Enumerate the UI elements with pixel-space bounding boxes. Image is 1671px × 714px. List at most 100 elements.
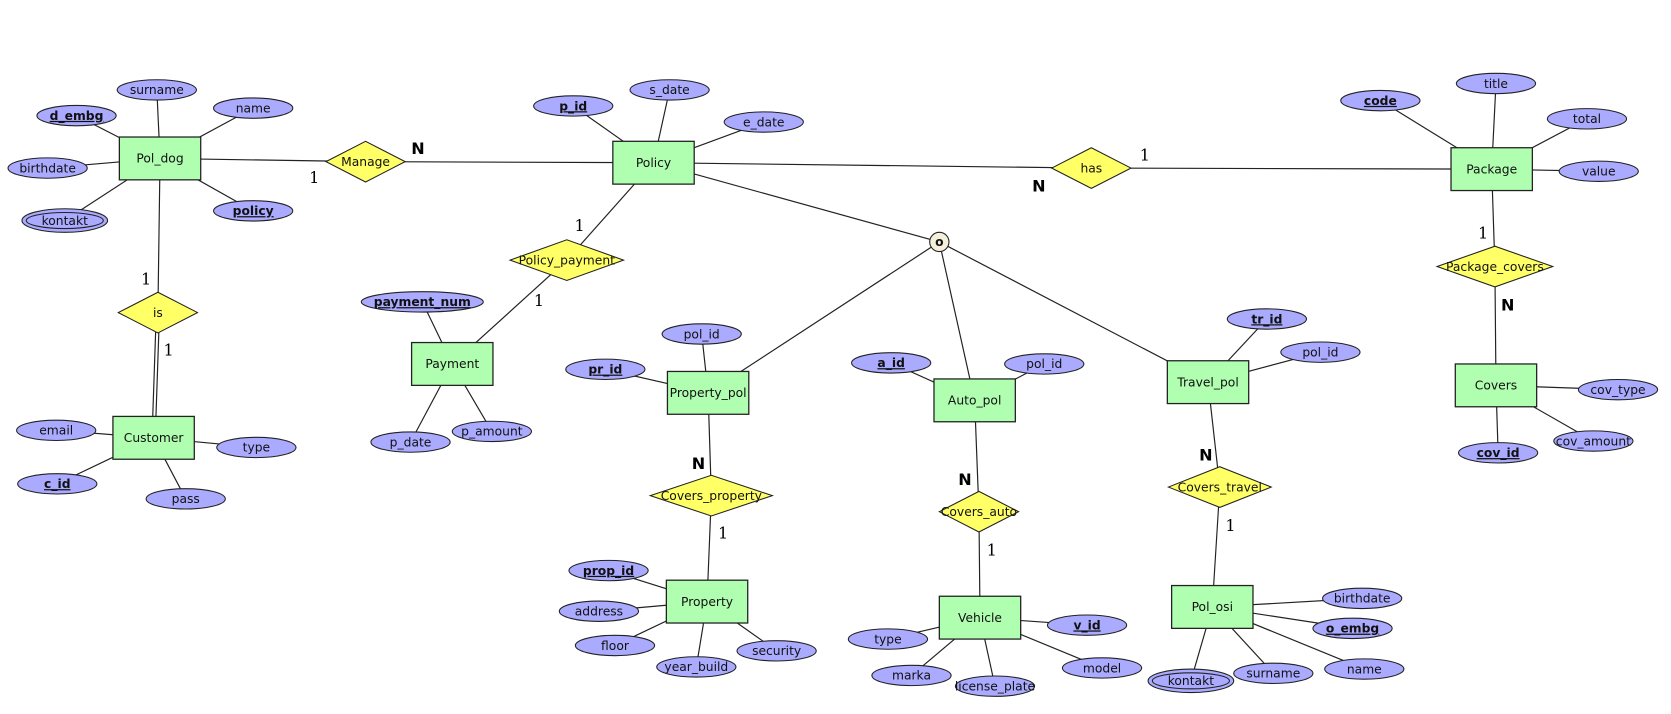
attribute-a_cv_amount[interactable]: cov_amount — [1553, 430, 1634, 452]
attribute-a_cv_id[interactable]: cov_id — [1457, 442, 1539, 464]
relationship-label: has — [1080, 161, 1102, 175]
attribute-a_cv_type[interactable]: cov_type — [1577, 378, 1659, 401]
attribute-ellipse — [1324, 658, 1405, 680]
entity-label: Property_pol — [670, 386, 747, 400]
attribute-a_p_sdate[interactable]: s_date — [629, 79, 710, 101]
entity-package[interactable]: Package — [1450, 147, 1534, 192]
attribute-ellipse — [1546, 108, 1628, 130]
attribute-a_p_edate[interactable]: e_date — [723, 111, 804, 133]
attribute-a_v_marka[interactable]: marka — [871, 664, 952, 687]
relationship-covers_property[interactable]: Covers_property — [648, 474, 775, 517]
attribute-ellipse — [1151, 672, 1230, 690]
attribute-a_tp_trid[interactable]: tr_id — [1226, 308, 1308, 330]
attribute-a_pr_propid[interactable]: prop_id — [568, 559, 649, 582]
attribute-a_v_plate[interactable]: license_plate — [954, 675, 1036, 697]
attribute-label: code — [1364, 94, 1397, 108]
attribute-a_pay_num[interactable]: payment_num — [360, 291, 484, 313]
attribute-ellipse — [451, 420, 533, 443]
relationship-package_covers[interactable]: Package_covers — [1435, 245, 1555, 288]
attribute-a_pr_floor[interactable]: floor — [574, 634, 656, 657]
attribute-a_po_name[interactable]: name — [1324, 658, 1405, 680]
attribute-ellipse — [1046, 614, 1128, 636]
attribute-a_pd_name[interactable]: name — [213, 97, 294, 119]
attribute-a_c_email[interactable]: email — [16, 419, 97, 442]
attribute-a_pk_code[interactable]: code — [1340, 89, 1421, 112]
cardinality-c_pp_payment: 1 — [534, 291, 544, 310]
attribute-a_pd_embg[interactable]: d_embg — [36, 104, 117, 127]
relationship-diamond — [1050, 147, 1133, 190]
entity-label: Auto_pol — [948, 394, 1001, 408]
attribute-a_po_kontakt[interactable]: kontakt — [1147, 668, 1235, 694]
attribute-a_pd_surname[interactable]: surname — [116, 79, 197, 101]
attribute-a_po_embg[interactable]: o_embg — [1312, 617, 1393, 640]
attribute-ellipse — [1004, 353, 1085, 375]
attribute-a_pk_title[interactable]: title — [1455, 72, 1537, 95]
relationship-label: Covers_property — [661, 489, 762, 503]
attribute-label: surname — [1246, 667, 1300, 681]
entity-customer[interactable]: Customer — [112, 415, 195, 460]
relationship-is[interactable]: is — [117, 291, 199, 334]
entity-travel_pol[interactable]: Travel_pol — [1166, 360, 1250, 405]
attribute-a_pay_amount[interactable]: p_amount — [451, 420, 533, 443]
entity-property[interactable]: Property — [665, 579, 749, 624]
cardinality-c_ct_polosi: 1 — [1225, 516, 1235, 535]
cardinality-c_pkc_covers: N — [1501, 295, 1514, 314]
entity-covers[interactable]: Covers — [1454, 363, 1538, 408]
attribute-label: s_date — [649, 83, 689, 97]
attribute-label: e_date — [743, 115, 784, 129]
entity-vehicle[interactable]: Vehicle — [938, 595, 1022, 640]
attribute-a_p_id[interactable]: p_id — [533, 95, 614, 117]
attribute-label: security — [752, 644, 801, 658]
attribute-a_v_vid[interactable]: v_id — [1046, 614, 1128, 636]
attribute-a_po_surname[interactable]: surname — [1233, 662, 1314, 685]
attribute-a_c_id[interactable]: c_id — [17, 473, 98, 495]
attribute-label: payment_num — [374, 295, 471, 310]
attribute-a_pay_date[interactable]: p_date — [370, 431, 451, 453]
relationship-covers_auto[interactable]: Covers_auto — [938, 490, 1020, 533]
relationship-covers_travel[interactable]: Covers_travel — [1166, 466, 1273, 508]
attribute-a_ap_polid[interactable]: pol_id — [1004, 353, 1085, 375]
relationship-diamond — [508, 239, 626, 282]
attribute-a_pp_prid[interactable]: pr_id — [565, 358, 646, 381]
attribute-a_pp_polid[interactable]: pol_id — [661, 323, 742, 345]
attribute-label: marka — [892, 669, 931, 683]
attribute-a_pd_birthdate[interactable]: birthdate — [7, 157, 88, 179]
attribute-a_v_model[interactable]: model — [1061, 657, 1143, 679]
attribute-a_pr_yearbuild[interactable]: year_build — [656, 656, 737, 678]
attribute-a_ap_aid[interactable]: a_id — [851, 352, 932, 374]
entity-pol_osi[interactable]: Pol_osi — [1170, 584, 1254, 630]
attribute-a_tp_polid[interactable]: pol_id — [1280, 341, 1361, 363]
attribute-ellipse — [370, 431, 451, 453]
disjoint-circle[interactable]: o — [929, 231, 950, 253]
cardinality-c_ca_autopol: N — [958, 470, 971, 489]
attribute-a_c_pass[interactable]: pass — [145, 488, 226, 510]
attribute-ellipse — [1322, 587, 1403, 610]
attribute-a_pk_value[interactable]: value — [1558, 160, 1639, 182]
relationship-label: Manage — [341, 155, 390, 169]
attribute-a_pk_total[interactable]: total — [1546, 108, 1628, 130]
attribute-label: year_build — [664, 660, 728, 674]
cardinality-c_manage_policy: N — [411, 139, 424, 158]
attribute-a_v_type[interactable]: type — [847, 628, 929, 650]
entity-payment[interactable]: Payment — [410, 341, 494, 387]
relationship-manage[interactable]: Manage — [324, 140, 407, 183]
entity-property_pol[interactable]: Property_pol — [666, 370, 750, 415]
relationship-has[interactable]: has — [1050, 147, 1133, 190]
attribute-a_po_birthdate[interactable]: birthdate — [1322, 587, 1403, 610]
attribute-a_c_type[interactable]: type — [216, 436, 297, 459]
entity-policy[interactable]: Policy — [612, 140, 695, 185]
attribute-label: cov_id — [1477, 446, 1520, 461]
cardinality-c_pp_policy: 1 — [575, 216, 585, 235]
attribute-a_pr_address[interactable]: address — [558, 600, 640, 622]
relationship-policy_payment[interactable]: Policy_payment — [508, 239, 626, 282]
attribute-a_pr_security[interactable]: security — [736, 640, 817, 662]
attribute-label: name — [236, 101, 271, 115]
attribute-a_pd_policy[interactable]: policy — [213, 200, 294, 222]
attribute-a_pd_kontakt[interactable]: kontakt — [21, 208, 109, 233]
entity-auto_pol[interactable]: Auto_pol — [933, 378, 1016, 423]
connector-disjoint-travel_pol — [939, 241, 1209, 383]
attribute-label: pol_id — [1026, 357, 1062, 371]
entity-pol_dog[interactable]: Pol_dog — [118, 136, 202, 181]
attribute-label: model — [1083, 661, 1121, 675]
connector-manage-policy — [365, 161, 654, 164]
